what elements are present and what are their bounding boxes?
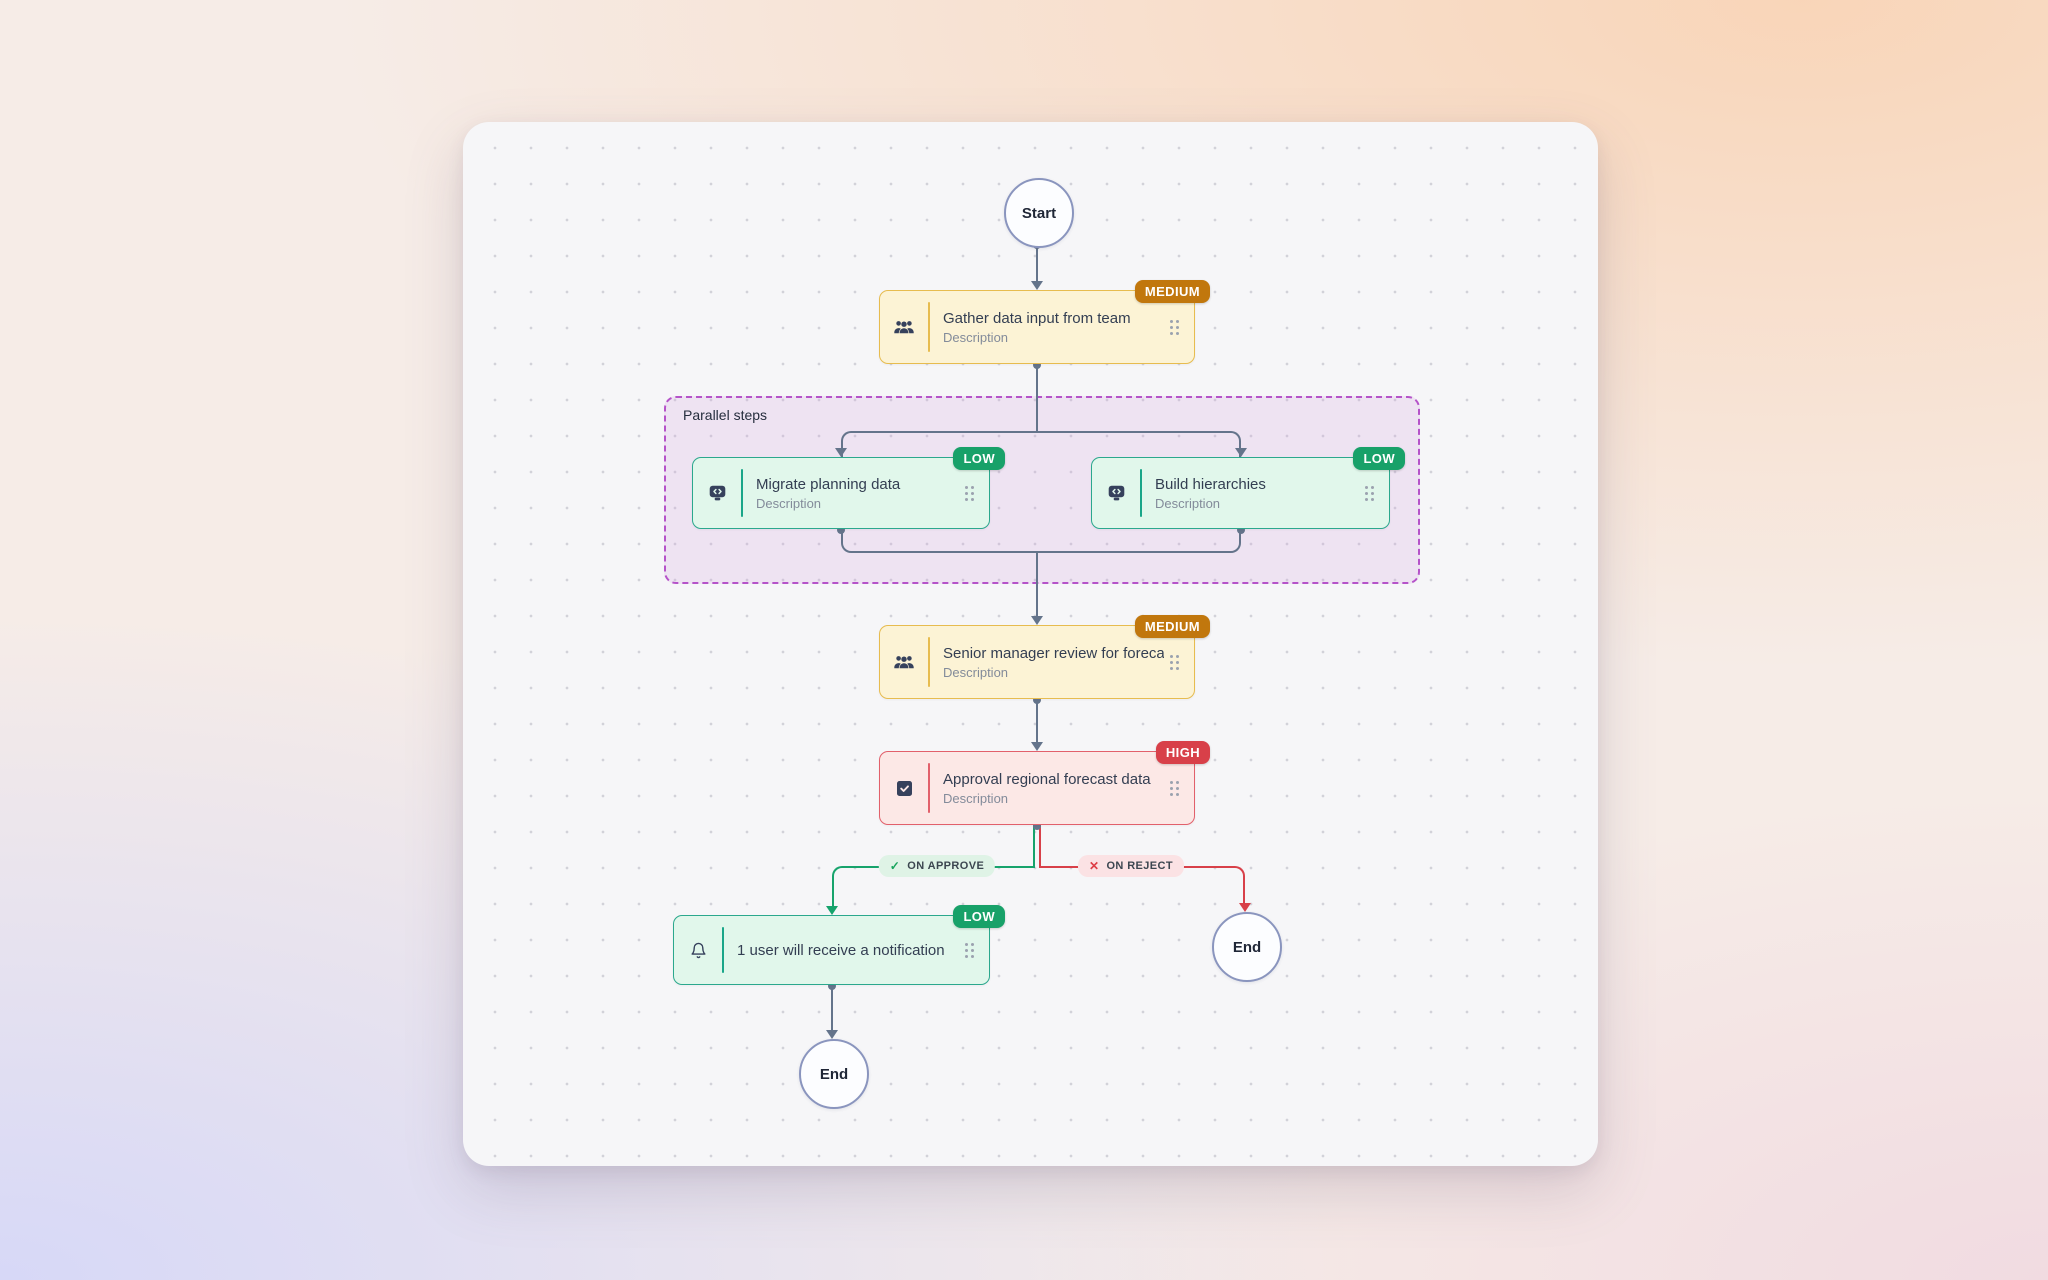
edge-merge-right	[1037, 529, 1241, 553]
on-approve-text: ON APPROVE	[907, 860, 985, 872]
priority-badge: MEDIUM	[1134, 280, 1210, 303]
end-node-reject[interactable]: End	[1212, 912, 1282, 982]
node-description: Description	[756, 495, 822, 511]
end-label: End	[819, 1065, 849, 1083]
edge-merge-left	[841, 529, 1037, 553]
node-divider	[928, 637, 930, 687]
arrowhead	[1239, 903, 1251, 912]
priority-badge: LOW	[953, 447, 1005, 470]
node-divider	[1140, 469, 1142, 517]
check-icon: ✓	[889, 859, 901, 873]
start-node[interactable]: Start	[1004, 178, 1074, 248]
connection-dot	[1033, 696, 1041, 704]
start-label: Start	[1021, 204, 1057, 222]
bell-icon	[674, 942, 722, 959]
node-title: Approval regional forecast data	[943, 770, 1151, 788]
arrowhead	[826, 906, 838, 915]
workflow-canvas[interactable]: Parallel steps ✓	[463, 122, 1598, 1166]
step-node-migrate-data[interactable]: LOW Migrate planning data Description	[692, 447, 1005, 529]
node-divider	[928, 763, 930, 813]
arrowhead	[835, 448, 847, 457]
connection-dot	[828, 982, 836, 990]
end-node-main[interactable]: End	[799, 1039, 869, 1109]
approval-icon	[880, 780, 928, 797]
node-description: Description	[943, 790, 1009, 806]
arrowhead	[826, 1030, 838, 1039]
users-icon	[880, 655, 928, 670]
drag-handle[interactable]	[1365, 485, 1374, 501]
parallel-steps-label: Parallel steps	[683, 407, 768, 423]
system-icon	[1092, 485, 1140, 501]
end-label: End	[1232, 938, 1262, 956]
node-divider	[741, 469, 743, 517]
connection-dot	[837, 526, 845, 534]
node-description: Description	[943, 664, 1009, 680]
arrowhead	[1031, 616, 1043, 625]
edge-notify-end	[831, 985, 833, 1031]
node-divider	[722, 927, 724, 973]
arrowhead	[1031, 281, 1043, 290]
system-icon	[693, 485, 741, 501]
drag-handle[interactable]	[965, 485, 974, 501]
connection-dot	[1033, 822, 1041, 830]
edge-merge-review	[1036, 551, 1038, 616]
on-reject-text: ON REJECT	[1106, 860, 1174, 872]
edge-split-right	[1037, 431, 1241, 457]
drag-handle[interactable]	[1170, 780, 1179, 796]
edge-gather-split	[1036, 364, 1038, 433]
step-node-build-hierarchies[interactable]: LOW Build hierarchies Description	[1091, 447, 1405, 529]
edge-approve-stem	[1033, 825, 1035, 867]
drag-handle[interactable]	[1170, 319, 1179, 335]
connection-dot	[1033, 361, 1041, 369]
priority-badge: LOW	[953, 905, 1005, 928]
on-reject-label: ✕ ON REJECT	[1077, 855, 1185, 877]
node-title: 1 user will receive a notification	[737, 941, 945, 959]
edge-split-left	[841, 431, 1037, 457]
arrowhead	[1031, 742, 1043, 751]
users-icon	[880, 320, 928, 335]
node-title: Build hierarchies	[1155, 475, 1266, 493]
arrowhead	[1235, 448, 1247, 457]
node-title: Senior manager review for foreca...	[943, 644, 1164, 662]
on-approve-label: ✓ ON APPROVE	[878, 855, 996, 877]
step-node-approval[interactable]: HIGH Approval regional forecast data Des…	[879, 741, 1210, 825]
cross-icon: ✕	[1088, 859, 1100, 873]
node-description: Description	[1155, 495, 1221, 511]
node-title: Gather data input from team	[943, 309, 1131, 327]
drag-handle[interactable]	[965, 942, 974, 958]
edge-review-approval	[1036, 699, 1038, 742]
step-node-gather-data[interactable]: MEDIUM Gather data input from team Descr…	[879, 280, 1210, 364]
priority-badge: MEDIUM	[1134, 615, 1210, 638]
edge-reject-stem	[1039, 825, 1041, 867]
priority-badge: HIGH	[1155, 741, 1210, 764]
step-node-notification[interactable]: LOW 1 user will receive a notification	[673, 905, 1005, 985]
node-divider	[928, 302, 930, 352]
node-description: Description	[943, 329, 1009, 345]
drag-handle[interactable]	[1170, 654, 1179, 670]
step-node-senior-review[interactable]: MEDIUM Senior manager review for foreca.…	[879, 615, 1210, 699]
edge-start-gather	[1036, 244, 1038, 282]
node-title: Migrate planning data	[756, 475, 901, 493]
priority-badge: LOW	[1353, 447, 1405, 470]
connection-dot	[1237, 526, 1245, 534]
